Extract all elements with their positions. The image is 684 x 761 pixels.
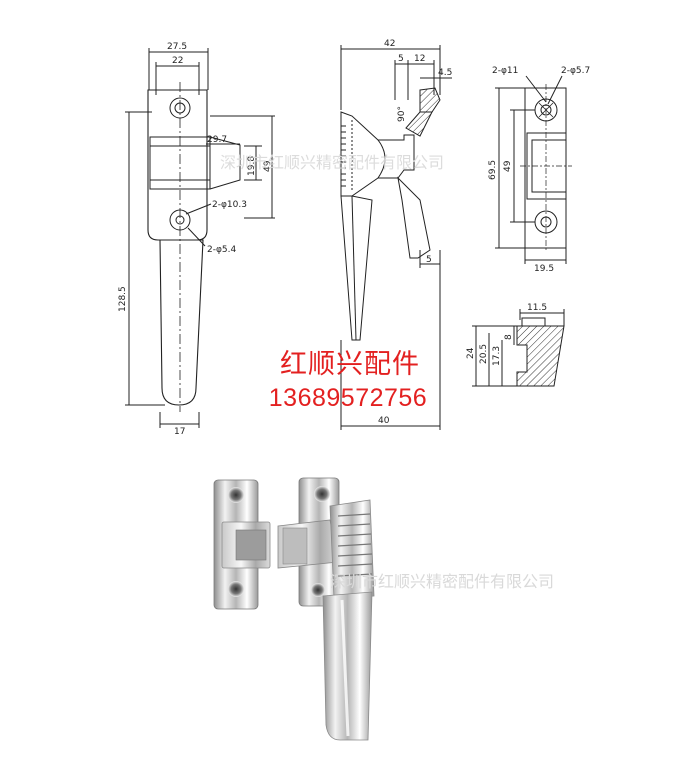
dim-bottom-step: 5 <box>426 255 432 265</box>
watermark-bottom: 深圳市红顺兴精密配件有限公司 <box>330 572 554 591</box>
dim-hole-spacing-width: 22 <box>172 56 183 66</box>
dim-cam-offset: 49 <box>263 160 273 172</box>
dim-total-height: 128.5 <box>118 286 128 312</box>
side-view-dimension-labels: 42 5 12 4.5 90° 5 40 <box>378 39 452 426</box>
dim-hole: 2-φ5.7 <box>561 66 590 76</box>
product-photo <box>213 477 375 741</box>
dim-keeper-width: 19.5 <box>534 264 554 274</box>
dim-cam-height: 19.8 <box>247 156 257 176</box>
dim-bottom-hole: 2-φ5.4 <box>207 245 236 255</box>
brand-phone: 13689572756 <box>268 384 428 412</box>
dim-a: 5 <box>398 54 404 64</box>
dim-h2: 20.5 <box>479 344 489 364</box>
dim-overall-depth: 42 <box>384 39 395 49</box>
dim-handle-hole: 2-φ10.3 <box>212 200 247 210</box>
dim-b: 12 <box>414 54 425 64</box>
dim-cam-width: 29.7 <box>207 135 227 145</box>
front-view <box>125 48 275 428</box>
keeper-front-view <box>495 75 572 264</box>
dim-top-width: 11.5 <box>527 303 547 313</box>
dim-h4: 8 <box>504 334 514 340</box>
dim-h1: 24 <box>466 347 476 359</box>
dim-counterbore: 2-φ11 <box>492 66 518 76</box>
side-view <box>340 45 452 430</box>
watermarks: 深圳市红顺兴精密配件有限公司 深圳市红顺兴精密配件有限公司 <box>220 153 554 591</box>
dim-angle: 90° <box>397 106 407 122</box>
dim-handle-depth: 40 <box>378 416 390 426</box>
dim-overall-width: 27.5 <box>167 42 187 52</box>
dim-c: 4.5 <box>438 68 452 78</box>
watermark-top: 深圳市红顺兴精密配件有限公司 <box>220 153 444 172</box>
dim-handle-width: 17 <box>174 427 185 437</box>
brand-name: 红顺兴配件 <box>280 349 420 380</box>
dim-h3: 17.3 <box>492 346 502 366</box>
dim-keeper-height: 69.5 <box>488 160 498 180</box>
keeper-side-view <box>472 309 565 387</box>
dim-keeper-hole-spacing: 49 <box>503 160 513 172</box>
front-view-dimension-labels: 27.5 22 29.7 19.8 49 2-φ10.3 2-φ5.4 128.… <box>118 42 273 437</box>
keeper-side-labels: 11.5 24 20.5 17.3 8 <box>466 303 547 366</box>
keeper-front-labels: 2-φ11 2-φ5.7 69.5 49 19.5 <box>488 66 590 274</box>
